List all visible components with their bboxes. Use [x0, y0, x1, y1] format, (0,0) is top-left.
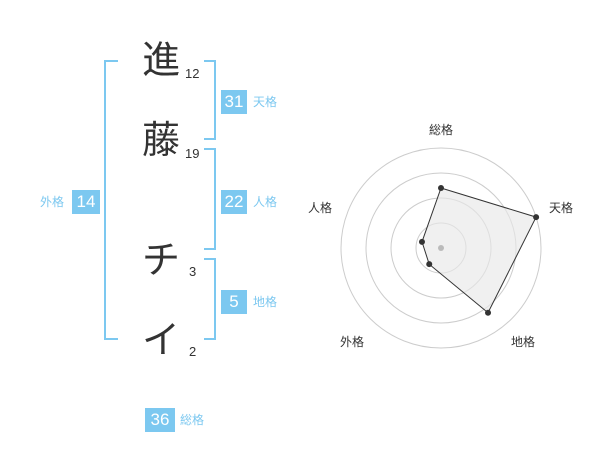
chikaku-value-badge: 5	[221, 290, 247, 314]
gaikaku-bracket-vertical	[104, 60, 106, 340]
name-char-4: イ	[142, 318, 181, 362]
soukaku-value-badge: 36	[145, 408, 175, 432]
name-char-2: 藤	[142, 118, 181, 162]
radar-point-2	[533, 214, 540, 221]
gaikaku-value-badge: 14	[72, 190, 100, 214]
radar-axis-label-jinkaku: 人格	[308, 200, 332, 215]
gaikaku-bracket-bottom	[104, 338, 118, 340]
stroke-count-2: 19	[185, 146, 200, 161]
name-char-1: 進	[142, 38, 181, 82]
jinkaku-label: 人格	[253, 195, 278, 209]
stroke-count-1: 12	[185, 66, 200, 81]
tenkaku-label: 天格	[253, 95, 278, 109]
soukaku-label: 総格	[180, 413, 205, 427]
radar-axis-label-chikaku: 地格	[511, 334, 535, 349]
radar-ring-4	[340, 147, 542, 349]
tenkaku-bracket-bottom	[204, 138, 216, 140]
radar-point-3	[485, 309, 492, 316]
jinkaku-bracket-top	[204, 148, 216, 150]
radar-point-1	[438, 185, 444, 191]
chikaku-bracket-top	[204, 258, 216, 260]
radar-point-5	[418, 238, 425, 245]
jinkaku-bracket-bottom	[204, 248, 216, 250]
tenkaku-bracket-top	[204, 60, 216, 62]
chikaku-label: 地格	[253, 295, 278, 309]
tenkaku-value-badge: 31	[221, 90, 247, 114]
tenkaku-bracket-vertical	[214, 60, 216, 140]
chikaku-bracket-vertical	[214, 258, 216, 340]
radar-points	[418, 185, 540, 316]
gaikaku-bracket-top	[104, 60, 118, 62]
radar-axis-label-soukaku: 総格	[429, 122, 453, 137]
radar-axis-label-tenkaku: 天格	[549, 200, 573, 215]
radar-center-dot	[438, 245, 444, 251]
stroke-count-3: 3	[189, 264, 197, 279]
chikaku-bracket-bottom	[204, 338, 216, 340]
radar-point-4	[426, 261, 433, 268]
stroke-count-4: 2	[189, 344, 197, 359]
radar-data-polygon	[421, 187, 537, 314]
jinkaku-bracket-vertical	[214, 148, 216, 250]
name-char-3: チ	[142, 238, 181, 282]
radar-axis-label-gaikaku: 外格	[340, 334, 364, 349]
jinkaku-value-badge: 22	[221, 190, 247, 214]
gaikaku-label: 外格	[40, 195, 65, 209]
